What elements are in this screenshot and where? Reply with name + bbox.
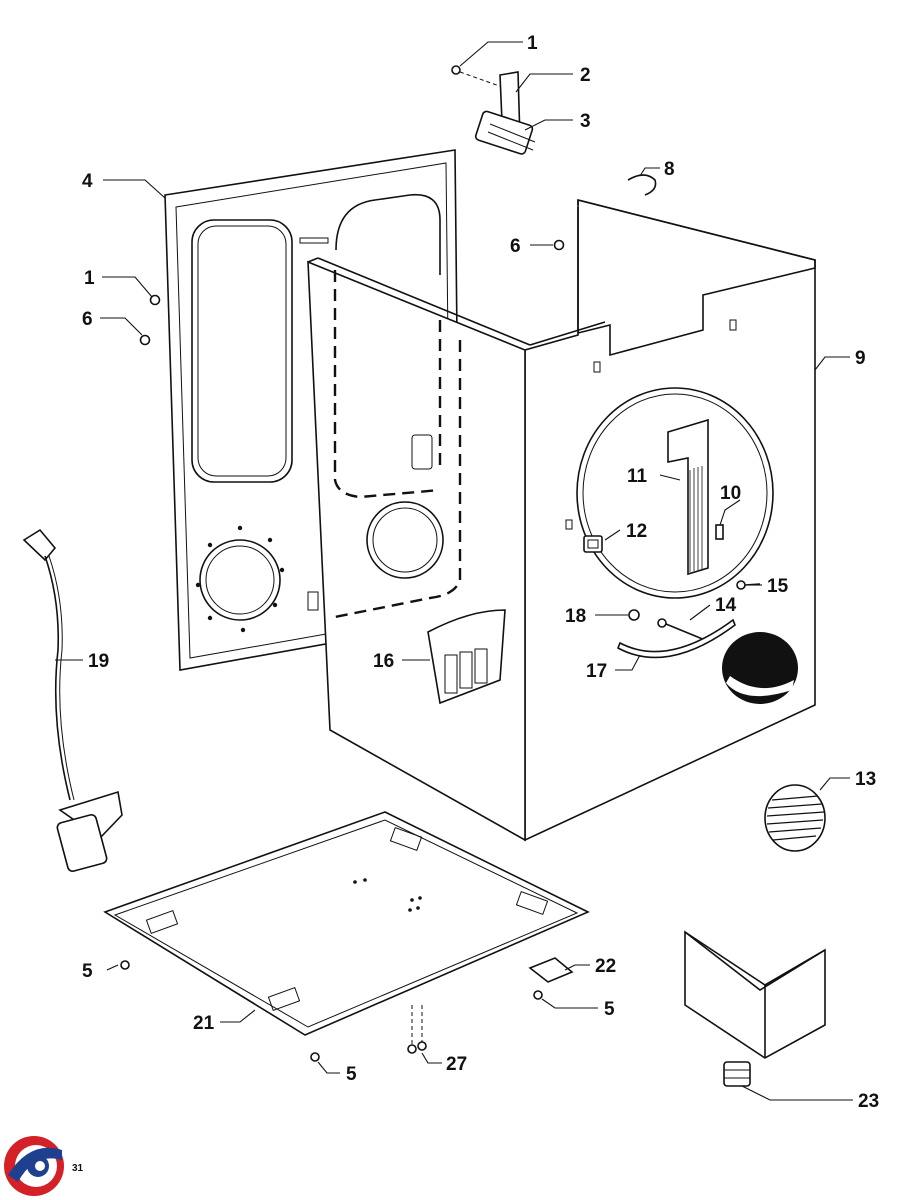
brand-logo [4,1136,64,1196]
cabinet-corner [684,930,826,1059]
screw [120,960,130,970]
callout-17: 17 [586,661,607,682]
callout-5: 5 [604,999,615,1020]
callout-6: 6 [510,236,521,257]
leveling-foot [723,1061,751,1087]
callout-19: 19 [88,651,109,672]
callout-22: 22 [595,956,616,977]
screw [736,580,761,590]
callout-13: 13 [855,769,876,790]
callout-11: 11 [627,466,648,487]
wire [627,174,657,196]
power-cord [22,528,123,873]
callout-14: 14 [715,595,737,616]
cabinet [307,198,816,842]
terminal-block [451,65,536,155]
nut [553,239,565,251]
callout-12: 12 [626,521,647,542]
callout-1: 1 [84,268,95,289]
page-number: 31 [72,1163,84,1174]
callout-10: 10 [720,483,741,504]
callout-3: 3 [580,111,591,132]
base-plate [103,811,590,1036]
exhaust-grille [764,784,826,852]
screw [149,294,161,306]
washer [628,609,640,621]
callout-5: 5 [346,1064,357,1085]
callout-labels: 1 2 3 4 1 6 8 6 9 11 10 12 15 18 14 19 1… [82,33,879,1112]
callout-15: 15 [767,576,789,597]
screw [310,1052,320,1062]
screw [533,990,543,1000]
callout-8: 8 [664,159,675,180]
callout-5: 5 [82,961,93,982]
bracket [583,535,603,553]
callout-9: 9 [855,348,866,369]
bulkhead-strip [667,418,709,576]
callout-21: 21 [193,1013,215,1034]
callout-23: 23 [858,1091,879,1112]
callout-27: 27 [446,1054,467,1075]
callout-18: 18 [565,606,586,627]
vent-grille [427,609,506,705]
nut [139,334,151,346]
leader-lines [55,41,853,1101]
callout-16: 16 [373,651,394,672]
callout-1: 1 [527,33,538,54]
callout-4: 4 [82,171,93,192]
clip [715,524,724,540]
foot-bracket [528,957,574,983]
rod [657,618,706,641]
callout-2: 2 [580,65,591,86]
callout-6: 6 [82,309,93,330]
screws-pair [407,1005,427,1054]
strap [616,618,736,659]
